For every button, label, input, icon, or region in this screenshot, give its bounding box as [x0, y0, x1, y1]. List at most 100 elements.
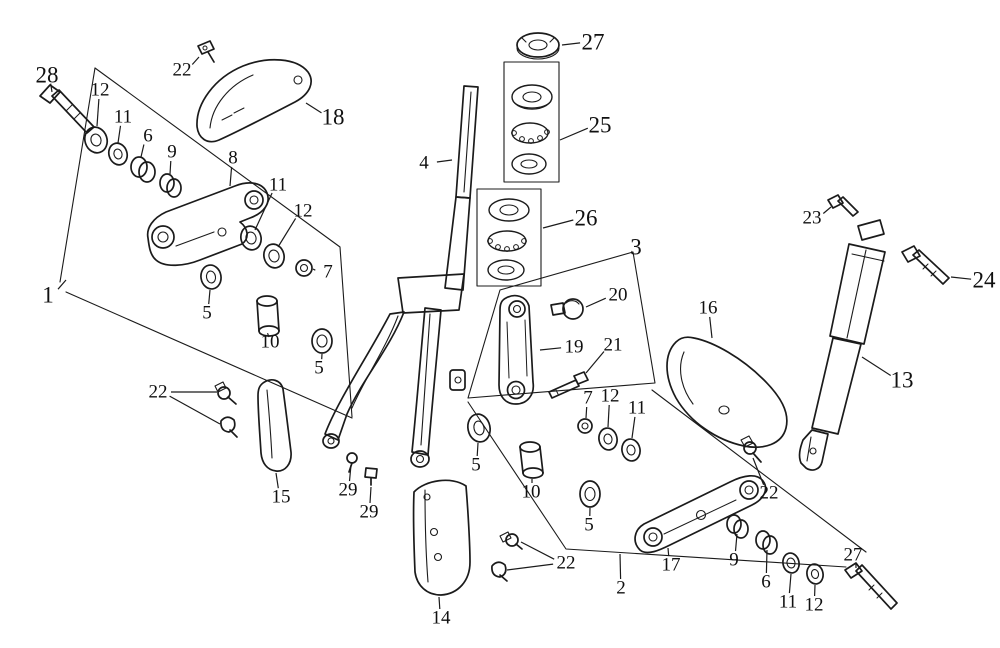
leader-line: [369, 486, 372, 504]
callout-16: 16: [699, 298, 718, 319]
leader-line: [861, 356, 892, 377]
callout-2: 2: [616, 578, 626, 599]
leader-line: [191, 56, 200, 65]
part-clamp-22d: [740, 435, 762, 463]
part-cover-18: [196, 58, 312, 143]
callout-15: 15: [272, 487, 291, 508]
part-washer-5b: [311, 328, 333, 354]
callout-11: 11: [114, 107, 132, 128]
leader-line: [542, 219, 574, 229]
part-washer-5d: [579, 480, 601, 508]
part-washer-12c: [598, 427, 618, 451]
part-clamp-22f: [491, 561, 508, 582]
callout-12: 12: [805, 595, 824, 616]
callout-17: 17: [662, 555, 681, 576]
part-washer-5c: [467, 413, 491, 443]
leader-line: [585, 297, 607, 308]
leader-line: [117, 125, 122, 144]
leader-line: [312, 268, 316, 271]
callout-10: 10: [522, 482, 541, 503]
callout-22: 22: [760, 483, 779, 504]
part-bolt-29a: [346, 452, 358, 473]
callout-6: 6: [761, 572, 771, 593]
leader-line: [506, 563, 554, 571]
part-bolt-21: [548, 371, 589, 399]
callout-29: 29: [339, 480, 358, 501]
callout-11: 11: [269, 175, 287, 196]
part-bracket-8: [146, 182, 269, 267]
callout-14: 14: [432, 608, 452, 629]
part-clamp-22b: [214, 381, 237, 405]
callout-7: 7: [583, 388, 593, 409]
leader-line: [539, 347, 562, 351]
callout-1: 1: [42, 283, 54, 308]
leader-line: [631, 416, 636, 439]
callout-3: 3: [630, 235, 642, 260]
part-spacer-10b: [519, 441, 544, 479]
callout-24: 24: [973, 268, 997, 293]
part-clamp-22e: [499, 531, 523, 550]
part-washer-12b: [263, 243, 285, 269]
callout-6: 6: [143, 126, 153, 147]
callout-4: 4: [419, 153, 429, 174]
group-outline-2: [467, 389, 867, 568]
leader-line: [822, 206, 832, 214]
part-bolt-20: [550, 298, 584, 320]
callout-23: 23: [803, 208, 822, 229]
leader-line: [607, 404, 610, 428]
part-washer-11a: [107, 142, 129, 166]
leader-line: [275, 472, 279, 489]
leader-line: [436, 159, 453, 163]
part-bolt-24: [901, 245, 950, 285]
callout-11: 11: [628, 398, 646, 419]
part-clamp-22c: [220, 416, 238, 438]
part-bushing-6a: [130, 156, 156, 183]
group-outline-3: [467, 251, 656, 399]
callout-5: 5: [471, 455, 481, 476]
callout-25: 25: [589, 113, 612, 138]
callout-29: 29: [360, 502, 379, 523]
part-washer-5a: [200, 264, 222, 290]
part-shock-absorber-13: [798, 219, 886, 471]
leader-line: [140, 144, 145, 158]
leader-line: [561, 42, 581, 46]
callout-5: 5: [202, 303, 212, 324]
callout-22: 22: [173, 60, 192, 81]
leader-line: [169, 160, 172, 175]
part-arm-17: [634, 475, 767, 554]
part-cover-14: [412, 479, 471, 596]
leader-line: [585, 351, 605, 374]
leader-line: [950, 276, 972, 280]
leader-line: [752, 457, 765, 486]
part-washer-12d: [806, 563, 824, 585]
callout-19: 19: [565, 337, 584, 358]
leader-line: [57, 279, 67, 290]
part-bushing-9b: [726, 514, 749, 539]
part-steering-nut-27: [516, 32, 560, 60]
callout-18: 18: [322, 105, 345, 130]
part-bushing-6b: [755, 530, 778, 555]
leader-line: [96, 98, 100, 127]
part-fork-4: [322, 85, 479, 468]
callout-21: 21: [604, 335, 623, 356]
callout-12: 12: [601, 386, 620, 407]
callout-22: 22: [149, 382, 168, 403]
callout-27: 27: [844, 545, 863, 566]
leader-line: [169, 395, 221, 425]
part-cover-15: [257, 379, 292, 472]
leader-line: [254, 192, 273, 231]
leader-line: [559, 127, 589, 141]
leader-line: [348, 464, 352, 482]
callout-9: 9: [167, 142, 177, 163]
part-washer-11b: [240, 225, 262, 251]
leader-line: [229, 166, 233, 187]
leader-line: [765, 549, 768, 574]
part-bolt-27b: [844, 562, 898, 610]
part-bolt-29b: [364, 467, 378, 486]
callout-10: 10: [261, 332, 280, 353]
leader-line: [520, 541, 555, 560]
leader-line: [667, 547, 670, 557]
